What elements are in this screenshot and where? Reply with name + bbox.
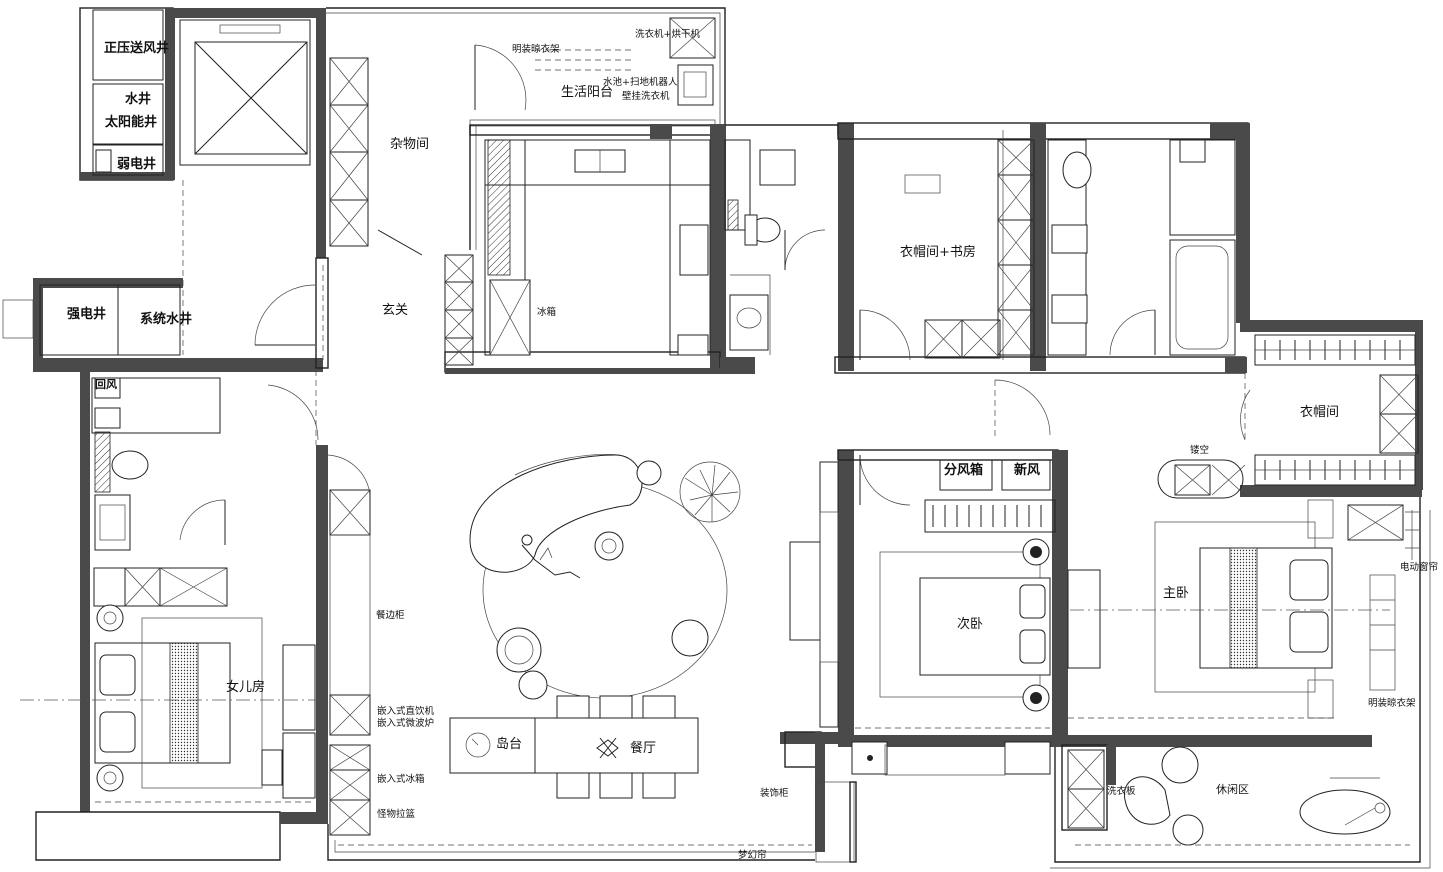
balcony-fixtures (535, 17, 716, 106)
kitchen (444, 139, 711, 366)
ann-basket: 怪物拉篮 (377, 808, 416, 820)
label-utility-balcony: 生活阳台 (561, 85, 613, 100)
label-air-dist-box: 分风箱 (944, 462, 983, 478)
label-island: 岛台 (496, 736, 522, 752)
label-solar-shaft: 太阳能井 (104, 114, 157, 130)
ann-washer-dryer: 洗衣机+烘干机 (635, 28, 700, 40)
bathroom-top-middle (724, 139, 826, 355)
right-cloakroom (1157, 334, 1419, 499)
second-bedroom (789, 459, 1101, 776)
label-cloak-study: 衣帽间+书房 (900, 244, 976, 260)
shaft-boxes (2, 9, 181, 356)
label-storage: 杂物间 (390, 137, 429, 152)
label-fresh-air: 新风 (1014, 462, 1040, 478)
daughter-room (20, 377, 320, 803)
ann-sideboard: 餐边柜 (376, 609, 405, 621)
ann-wall-washer: 壁挂洗衣机 (622, 90, 670, 102)
label-return-air: 回风 (95, 377, 117, 391)
ann-deco-cabinet: 装饰柜 (760, 787, 789, 799)
ann-hollow: 镂空 (1190, 444, 1209, 456)
ann-dream-curtain: 梦幻帘 (738, 849, 767, 861)
master-bathroom (1047, 139, 1236, 356)
exterior-walls (33, 7, 1431, 869)
living-dining (329, 454, 741, 836)
ann-sink-robot: 水池+扫地机器人 (603, 76, 678, 88)
master-bedroom (1068, 499, 1419, 719)
label-system-water-shaft: 系统水井 (140, 311, 192, 327)
label-strong-elec-shaft: 强电井 (67, 306, 106, 322)
cloak-study (859, 139, 1035, 361)
ann-washbasin: 洗衣板 (1107, 785, 1136, 797)
elevator-shaft (179, 19, 311, 166)
annotations: 明装晾衣架 洗衣机+烘干机 水池+扫地机器人 壁挂洗衣机 冰箱 餐边柜 嵌入式直… (376, 28, 1438, 861)
ann-exposed-rack-right: 明装晾衣架 (1368, 697, 1416, 709)
ann-fridge: 冰箱 (537, 306, 556, 318)
label-weak-elec-shaft: 弱电井 (117, 156, 156, 172)
ann-built-in-fridge: 嵌入式冰箱 (377, 773, 425, 785)
ann-microwave: 嵌入式微波炉 (377, 717, 434, 729)
ann-exposed-rack-top: 明装晾衣架 (512, 43, 560, 55)
doors (179, 284, 1051, 545)
dashed-guides (182, 180, 1246, 846)
label-master-bedroom: 主卧 (1163, 586, 1189, 601)
label-pressure-shaft: 正压送风井 (104, 40, 169, 56)
label-leisure: 休闲区 (1216, 782, 1249, 796)
label-water-shaft: 水井 (125, 91, 151, 107)
ann-electric-curtain: 电动窗帘 (1400, 561, 1438, 573)
leisure-area (1067, 746, 1410, 846)
ann-water-dispenser: 嵌入式直饮机 (377, 705, 435, 717)
label-entrance: 玄关 (382, 303, 408, 318)
room-labels: 正压送风井 水井 太阳能井 弱电井 强电井 系统水井 杂物间 玄关 生活阳台 衣… (67, 40, 1339, 796)
label-cloakroom: 衣帽间 (1300, 404, 1339, 420)
label-daughter-room: 女儿房 (226, 679, 265, 695)
label-second-bedroom: 次卧 (957, 616, 983, 632)
label-dining: 餐厅 (630, 740, 656, 756)
storage-cabinets (329, 44, 527, 256)
